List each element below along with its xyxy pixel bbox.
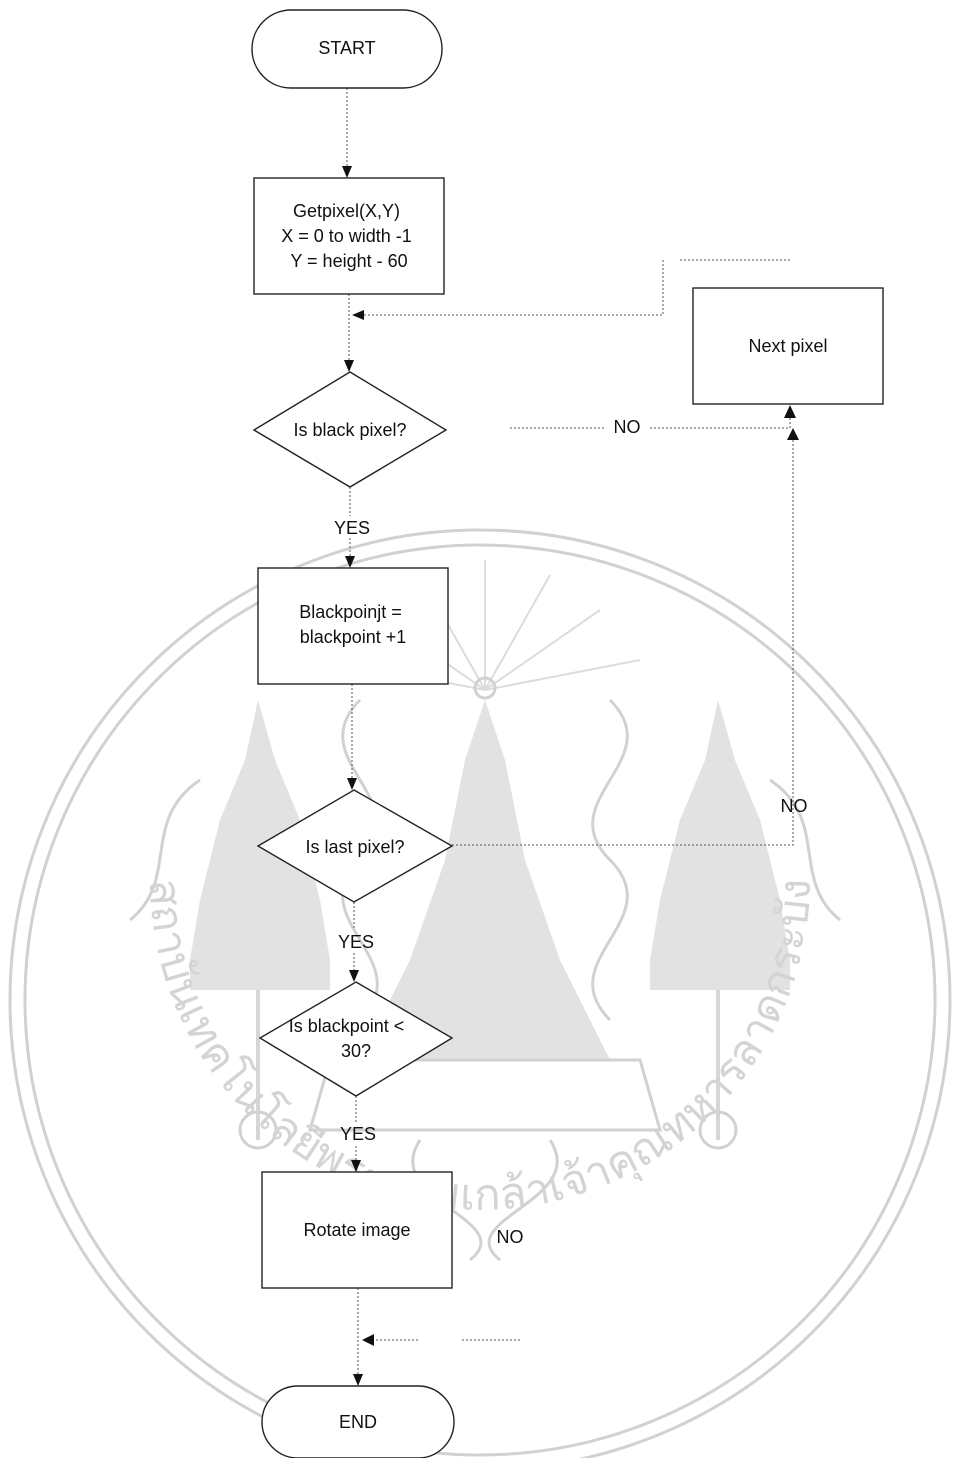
blackpoint-line-1: Blackpoinjt = [299,602,402,622]
getpixel-line-1: Getpixel(X,Y) [293,201,400,221]
yes-label-last: YES [338,932,374,952]
yes-label-black: YES [334,518,370,538]
svg-text:Blackpoinjt = blackpoint: Blackpoinjt = blackpoint +1 [299,602,407,647]
is-blackpoint-line-1: Is blackpoint < [289,1016,405,1036]
blackpoint-line-2: blackpoint +1 [300,627,407,647]
end-label: END [339,1412,377,1432]
start-label: START [318,38,375,58]
svg-text:Is blackpoint < 30?: Is blackpoint < 30? [289,1016,410,1061]
yes-label-blackpoint: YES [340,1124,376,1144]
next-pixel-label: Next pixel [748,336,827,356]
no-label-last: NO [781,796,808,816]
no-label-black: NO [614,417,641,437]
is-black-pixel-label: Is black pixel? [293,420,406,440]
rotate-image-label: Rotate image [303,1220,410,1240]
getpixel-process: Getpixel(X,Y) X = 0 to width -1 Y = heig… [253,177,445,295]
no-label-blackpoint: NO [497,1227,524,1247]
rotate-image-process: Rotate image [261,1171,453,1289]
connectors [342,88,799,1386]
is-blackpoint-line-2: 30? [341,1041,371,1061]
watermark-seal: สถาบันเทคโนโลยีพระจอมเกล้าเจ้าคุณทหารลาด… [8,528,952,1458]
is-black-pixel-decision: Is black pixel? [252,371,448,488]
is-blackpoint-decision: Is blackpoint < 30? [258,981,454,1097]
svg-text:Getpixel(X,Y) X = 0 to w: Getpixel(X,Y) X = 0 to width -1 Y = heig… [281,201,417,271]
blackpoint-process: Blackpoinjt = blackpoint +1 [257,567,449,685]
is-last-pixel-decision: Is last pixel? [256,789,454,903]
start-terminal: START [251,9,443,89]
next-pixel-process: Next pixel [692,287,884,405]
getpixel-line-3: Y = height - 60 [290,251,407,271]
getpixel-line-2: X = 0 to width -1 [281,226,412,246]
end-terminal: END [261,1385,455,1458]
is-last-pixel-label: Is last pixel? [305,837,404,857]
